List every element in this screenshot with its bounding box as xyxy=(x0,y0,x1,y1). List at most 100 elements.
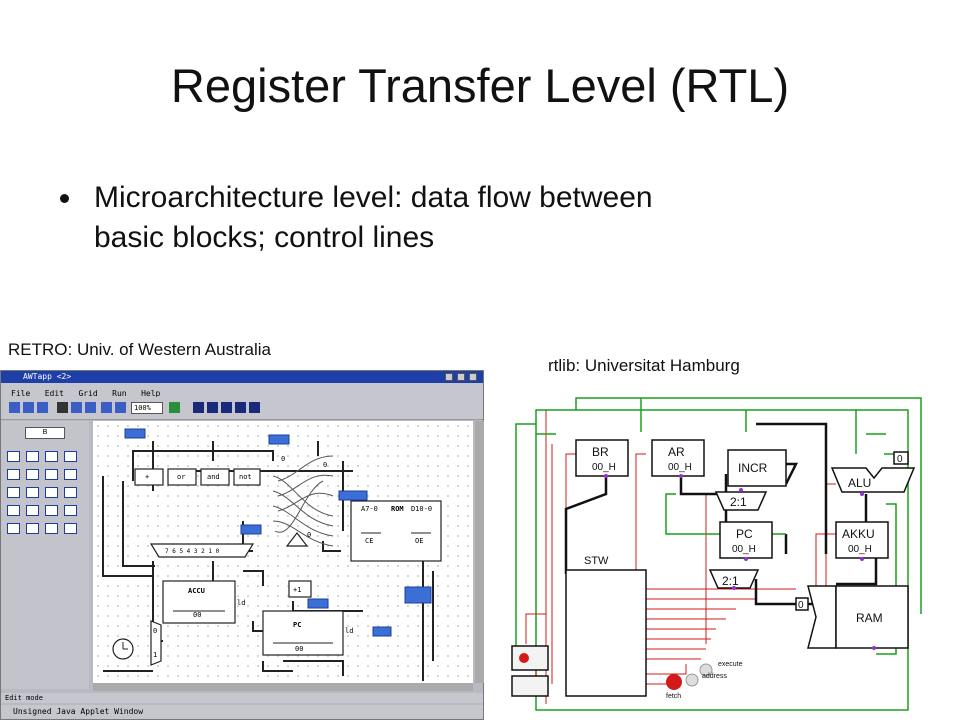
rtlib-circuit-diagram: BR 00_H AR 00_H INCR 2:1 PC 00_H 2:1 ALU… xyxy=(511,397,922,711)
pc-value: 00 xyxy=(295,645,303,653)
execute-label: execute xyxy=(718,661,743,668)
accu-label: ACCU xyxy=(188,587,205,595)
open-folder-icon[interactable] xyxy=(37,402,48,413)
step-icon[interactable] xyxy=(207,402,218,413)
close-icon[interactable] xyxy=(469,373,477,381)
bullet-dot-icon xyxy=(60,194,69,203)
palette-not-icon[interactable] xyxy=(7,451,20,462)
ram-const: 0 xyxy=(798,600,804,611)
palette-selector[interactable]: B xyxy=(25,427,65,439)
ar-label: AR xyxy=(668,445,685,459)
copy-icon[interactable] xyxy=(71,402,82,413)
incr-label: INCR xyxy=(738,461,768,475)
applet-titlebar: AWTapp <2> xyxy=(1,371,483,383)
gate-plus-label: + xyxy=(145,473,149,481)
rom-d-label: D10-0 xyxy=(411,505,432,513)
palette-pe-icon[interactable] xyxy=(45,469,58,480)
akku-value: 00_H xyxy=(848,544,872,555)
applet-toolbar: 100% xyxy=(1,397,483,420)
applet-title: AWTapp <2> xyxy=(23,372,72,381)
applet-warning-bar: Unsigned Java Applet Window xyxy=(1,705,483,719)
palette-and-icon[interactable] xyxy=(45,451,58,462)
palette-1-icon[interactable] xyxy=(26,523,39,534)
menu-file[interactable]: File xyxy=(11,389,31,398)
mux2-zero-label: 0 xyxy=(153,627,157,635)
accu-value: 00 xyxy=(193,611,201,619)
grid-toggle-icon[interactable] xyxy=(169,402,180,413)
bullet-line-2: basic blocks; control lines xyxy=(94,221,435,254)
menu-run[interactable]: Run xyxy=(112,389,127,398)
skip-end-icon[interactable] xyxy=(249,402,260,413)
palette-fa-icon[interactable] xyxy=(64,487,77,498)
mux2-label: 2:1 xyxy=(722,574,739,588)
fast-forward-icon[interactable] xyxy=(235,402,246,413)
pc-block-label: PC xyxy=(736,527,753,541)
palette-ram-icon[interactable] xyxy=(7,487,20,498)
palette-dec-icon[interactable] xyxy=(26,505,39,516)
gate-or-label: or xyxy=(177,473,185,481)
new-file-icon[interactable] xyxy=(9,402,20,413)
minimize-icon[interactable] xyxy=(445,373,453,381)
menu-grid[interactable]: Grid xyxy=(78,389,98,398)
zero-label-a: 0 xyxy=(281,455,285,463)
palette-ha-icon[interactable] xyxy=(64,469,77,480)
accu-ld-label: ld xyxy=(237,599,245,607)
br-label: BR xyxy=(592,445,609,459)
component-palette: B xyxy=(1,421,89,689)
palette-add-icon[interactable] xyxy=(64,505,77,516)
status-text: Edit mode xyxy=(5,694,43,702)
palette-xor-icon[interactable] xyxy=(64,451,77,462)
palette-inc-icon[interactable] xyxy=(7,505,20,516)
retro-circuit-diagram: + or and not 7 6 5 4 3 2 1 0 ACCU 00 ld … xyxy=(102,428,442,681)
bullet-list: Microarchitecture level: data flow betwe… xyxy=(60,178,880,258)
menu-edit[interactable]: Edit xyxy=(44,389,64,398)
rom-oe-label: OE xyxy=(415,537,423,545)
palette--icon[interactable] xyxy=(45,487,58,498)
paste-icon[interactable] xyxy=(85,402,96,413)
zoom-select[interactable]: 100% xyxy=(131,402,163,414)
stop-icon[interactable] xyxy=(193,402,204,413)
mux-bits-label: 7 6 5 4 3 2 1 0 xyxy=(165,548,220,555)
caption-rtlib: rtlib: Universitat Hamburg xyxy=(548,356,740,375)
alu-const: 0 xyxy=(897,454,903,465)
stw-label: STW xyxy=(584,555,609,567)
pc-block-value: 00_H xyxy=(732,544,756,555)
inc-label: +1 xyxy=(293,586,301,594)
mux1-label: 2:1 xyxy=(730,495,747,509)
rom-ce-label: CE xyxy=(365,537,373,545)
status-bar: Edit mode xyxy=(1,693,483,703)
palette-or-icon[interactable] xyxy=(26,451,39,462)
save-icon[interactable] xyxy=(23,402,34,413)
rtlib-schematic: BR 00_H AR 00_H INCR 2:1 PC 00_H 2:1 ALU… xyxy=(496,384,956,720)
rom-label: ROM xyxy=(391,505,404,513)
palette-sub-icon[interactable] xyxy=(45,505,58,516)
gate-and-label: and xyxy=(207,473,220,481)
rom-a-label: A7-0 xyxy=(361,505,378,513)
alu-label: ALU xyxy=(848,476,871,490)
palette-1-icon[interactable] xyxy=(7,523,20,534)
ram-label: RAM xyxy=(856,611,883,625)
palette-rs-icon[interactable] xyxy=(26,469,39,480)
horizontal-scrollbar[interactable] xyxy=(93,683,473,691)
zero-label-b: 0 xyxy=(323,461,327,469)
pc-label: PC xyxy=(293,621,301,629)
palette-div-icon[interactable] xyxy=(64,523,77,534)
zoom-in-icon[interactable] xyxy=(101,402,112,413)
circuit-canvas[interactable]: + or and not 7 6 5 4 3 2 1 0 ACCU 00 ld … xyxy=(93,421,473,683)
cut-icon[interactable] xyxy=(57,402,68,413)
palette-ff-icon[interactable] xyxy=(7,469,20,480)
bullet-item: Microarchitecture level: data flow betwe… xyxy=(60,178,880,258)
ar-value: 00_H xyxy=(668,462,692,473)
vertical-scrollbar[interactable] xyxy=(475,421,484,683)
maximize-icon[interactable] xyxy=(457,373,465,381)
play-icon[interactable] xyxy=(221,402,232,413)
palette-rom-icon[interactable] xyxy=(26,487,39,498)
br-value: 00_H xyxy=(592,462,616,473)
fetch-label: fetch xyxy=(666,693,681,700)
menu-help[interactable]: Help xyxy=(141,389,161,398)
palette-mul-icon[interactable] xyxy=(45,523,58,534)
mux2-one-label: 1 xyxy=(153,651,157,659)
gate-not-label: not xyxy=(239,473,252,481)
zero-label-c: 0 xyxy=(307,531,311,539)
zoom-out-icon[interactable] xyxy=(115,402,126,413)
